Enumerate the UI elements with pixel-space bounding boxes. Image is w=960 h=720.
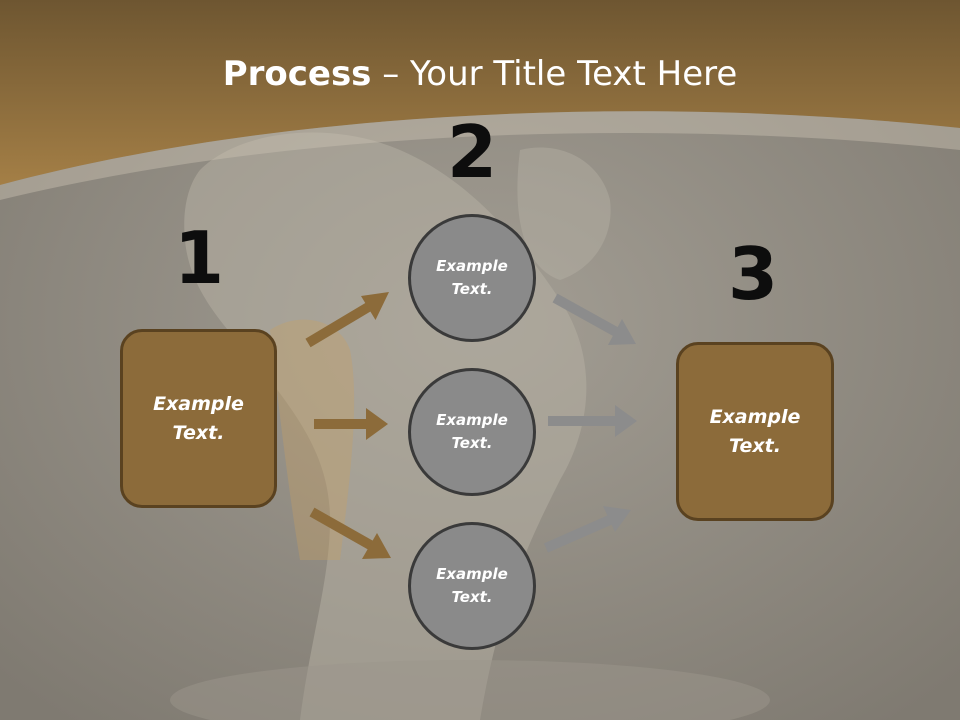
process-circle-1-line1: Example: [436, 257, 508, 275]
step-box-3: Example Text.: [676, 342, 834, 521]
step-box-1-line1: Example: [153, 392, 244, 415]
title-bold: Process: [222, 54, 372, 94]
arrow-circle3-to-box3: [543, 506, 631, 553]
title-rest: – Your Title Text Here: [371, 54, 738, 94]
step-box-1: Example Text.: [120, 329, 277, 508]
process-circle-3: Example Text.: [408, 522, 536, 650]
arrow-box1-to-circle1-body: [305, 292, 389, 348]
step-box-1-line2: Text.: [172, 421, 225, 444]
arrow-circle2-to-box3: [548, 405, 637, 437]
process-circle-2-line2: Text.: [451, 434, 493, 452]
step-box-3-line2: Text.: [729, 434, 781, 457]
step-number-2: 2: [446, 110, 498, 194]
step-number-3: 3: [727, 232, 779, 316]
process-circle-3-line1: Example: [436, 565, 508, 583]
arrow-box1-to-circle2: [314, 408, 388, 440]
process-circle-1: Example Text.: [408, 214, 536, 342]
process-circle-1-line2: Text.: [451, 280, 493, 298]
step-number-1: 1: [173, 216, 225, 300]
process-circle-3-line2: Text.: [451, 588, 493, 606]
page-title: Process – Your Title Text Here: [0, 52, 960, 96]
arrow-box1-to-circle3: [309, 507, 391, 559]
process-circle-2: Example Text.: [408, 368, 536, 496]
step-box-3-line1: Example: [709, 405, 801, 428]
arrow-circle1-to-box3: [552, 293, 636, 345]
process-circle-2-line1: Example: [436, 411, 508, 429]
